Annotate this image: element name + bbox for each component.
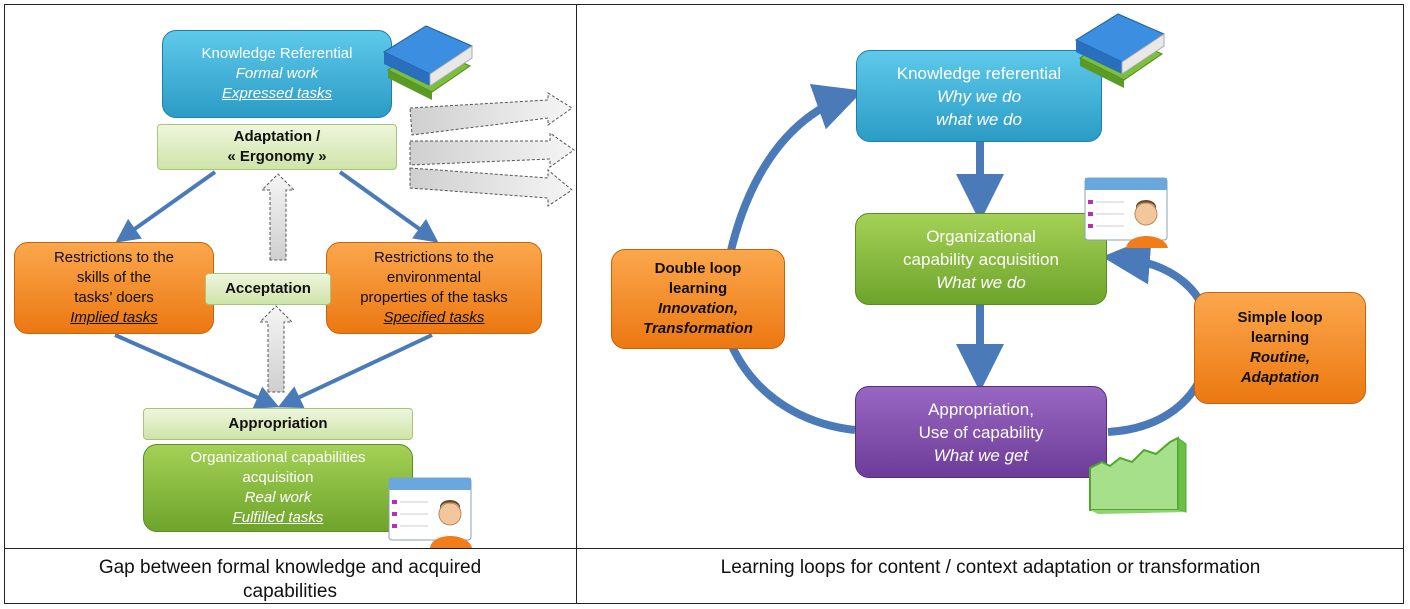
restrictions-env-box: Restrictions to the environmental proper…: [326, 242, 542, 334]
simple-loop-box: Simple loop learning Routine, Adaptation: [1194, 292, 1366, 404]
left-caption-line2: capabilities: [243, 581, 337, 602]
restr-env-line2: environmental: [386, 269, 482, 286]
restr-env-line3: properties of the tasks: [360, 289, 508, 306]
double-loop-transformation: Transformation: [643, 320, 753, 337]
double-loop-box: Double loop learning Innovation, Transfo…: [611, 249, 785, 349]
simple-loop-routine: Routine,: [1250, 349, 1310, 366]
appropriation-label: Appropriation: [228, 415, 328, 432]
arrow-to-skills: [115, 170, 217, 243]
right-knowledge-line2: Why we do: [936, 86, 1022, 106]
left-org-capabilities-box: Organizational capabilities acquisition …: [143, 444, 413, 532]
left-org-cap-real-work: Real work: [244, 489, 312, 506]
restr-skills-implied-tasks: Implied tasks: [70, 309, 158, 326]
restrictions-skills-box: Restrictions to the skills of the tasks’…: [14, 242, 214, 334]
left-org-cap-fulfilled-tasks: Fulfilled tasks: [232, 509, 324, 526]
right-org-cap-line1: Organizational: [926, 226, 1036, 246]
restr-skills-line3: tasks’ doers: [74, 289, 154, 306]
diagram-frame: [4, 4, 1404, 604]
acceptation-label: Acceptation: [225, 280, 311, 297]
acceptation-box: Acceptation: [205, 273, 331, 305]
right-org-cap-line2: capability acquisition: [903, 249, 1059, 269]
right-org-capability-box: Organizational capability acquisition Wh…: [855, 213, 1107, 305]
left-caption-line1: Gap between formal knowledge and acquire…: [98, 557, 482, 578]
appropriation-bar: Appropriation: [143, 408, 413, 440]
left-knowledge-title: Knowledge Referential: [201, 45, 353, 62]
arrow-to-env: [338, 170, 439, 243]
simple-loop-line1: Simple loop: [1237, 309, 1323, 326]
restr-env-specified-tasks: Specified tasks: [383, 309, 485, 326]
arrow-env-to-appropriation: [277, 333, 433, 409]
double-loop-line1: Double loop: [654, 260, 742, 277]
double-loop-line2: learning: [668, 280, 728, 297]
left-knowledge-formal-work: Formal work: [235, 65, 319, 82]
right-appropriation-line1: Appropriation,: [928, 399, 1034, 419]
right-knowledge-referential-box: Knowledge referential Why we do what we …: [856, 50, 1102, 142]
dashed-right-arrow-2: [409, 132, 575, 168]
adaptation-line2: « Ergonomy »: [227, 148, 327, 165]
adaptation-line1: Adaptation /: [233, 128, 321, 145]
simple-loop-adaptation: Adaptation: [1240, 369, 1320, 386]
left-caption: Gap between formal knowledge and acquire…: [4, 556, 576, 604]
user-profile-icon: [388, 477, 472, 548]
restr-env-line1: Restrictions to the: [373, 249, 495, 266]
simple-loop-line2: learning: [1250, 329, 1310, 346]
right-appropriation-what-we-get: What we get: [933, 445, 1029, 465]
right-org-cap-what-we-do: What we do: [936, 272, 1026, 292]
books-icon: [382, 25, 474, 100]
left-knowledge-referential-box: Knowledge Referential Formal work Expres…: [162, 30, 392, 118]
books-icon: [1074, 13, 1166, 88]
right-caption-text: Learning loops for content / context ada…: [720, 557, 1261, 578]
growth-chart-icon: [1089, 436, 1187, 514]
restr-skills-line2: skills of the: [76, 269, 152, 286]
dashed-up-arrow-bottom: [258, 305, 294, 393]
caption-divider: [4, 548, 1404, 549]
right-knowledge-title: Knowledge referential: [896, 63, 1062, 83]
double-loop-innovation: Innovation,: [658, 300, 738, 317]
right-knowledge-line3: what we do: [936, 109, 1022, 129]
left-knowledge-expressed-tasks: Expressed tasks: [221, 85, 333, 102]
adaptation-box: Adaptation / « Ergonomy »: [157, 124, 397, 170]
right-appropriation-box: Appropriation, Use of capability What we…: [855, 386, 1107, 478]
left-org-cap-line1: Organizational capabilities: [190, 449, 366, 466]
left-org-cap-line2: acquisition: [242, 469, 314, 486]
dashed-right-arrow-3: [409, 167, 573, 207]
panel-divider: [576, 4, 577, 604]
dashed-right-arrow-1: [409, 92, 573, 136]
dashed-up-arrow-top: [260, 173, 296, 261]
right-appropriation-line2: Use of capability: [918, 422, 1044, 442]
user-profile-icon: [1084, 177, 1168, 248]
restr-skills-line1: Restrictions to the: [53, 249, 175, 266]
right-caption: Learning loops for content / context ada…: [577, 556, 1404, 580]
arrow-skills-to-appropriation: [114, 333, 280, 409]
